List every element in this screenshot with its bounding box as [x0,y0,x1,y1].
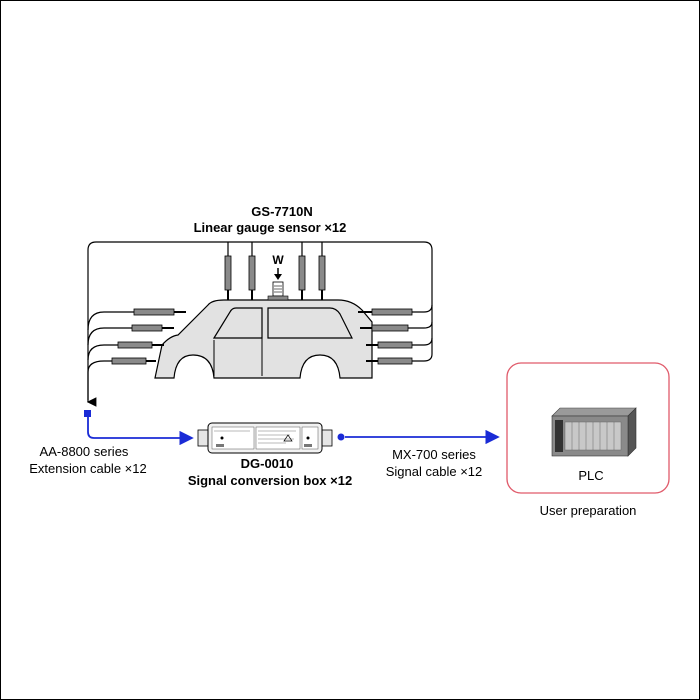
sensor-description: Linear gauge sensor ×12 [194,220,347,235]
top-sensors [224,255,326,300]
vehicle-body [154,299,373,379]
signal-cable-description: Signal cable ×12 [386,464,483,479]
plc-label: PLC [578,468,603,483]
left-sensors [111,308,186,365]
signal-cable [337,429,500,445]
weight-label: W [272,253,284,267]
extension-cable [84,410,194,446]
extension-cable-description: Extension cable ×12 [29,461,146,476]
plc-icon [551,407,637,457]
converter-description: Signal conversion box ×12 [188,473,352,488]
signal-cable-series: MX-700 series [392,447,476,462]
extension-cable-series: AA-8800 series [40,444,129,459]
signal-conversion-box [197,422,333,454]
right-sensors [358,308,413,365]
converter-model: DG-0010 [241,456,294,471]
sensor-cable-harness [86,241,433,407]
sensor-model: GS-7710N [251,204,312,219]
weight-marker: W [267,253,289,301]
plc-note: User preparation [540,503,637,518]
